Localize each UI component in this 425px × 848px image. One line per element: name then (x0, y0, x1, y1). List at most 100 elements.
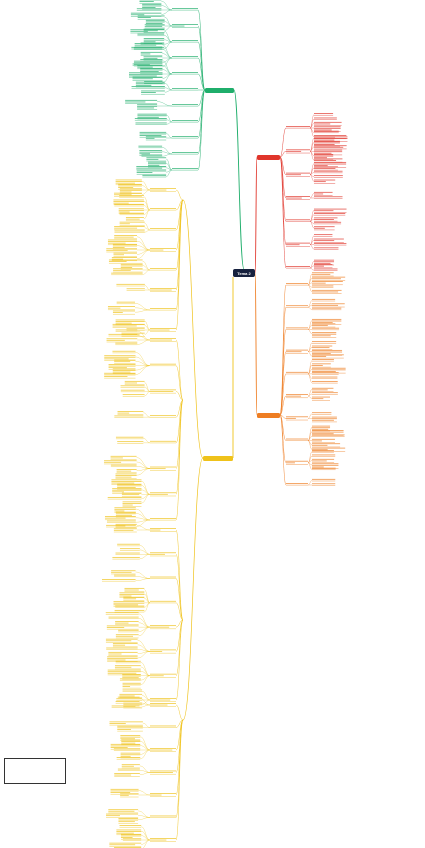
yellow-node-a-subitem (126, 288, 145, 291)
green-node-sublink (162, 57, 173, 67)
branch-node-red[interactable] (257, 155, 280, 160)
orange-node-subitem (312, 289, 342, 294)
orange-node-sublink (307, 351, 313, 357)
branch-node-orange[interactable] (257, 413, 280, 418)
red-node-sublink (309, 151, 315, 156)
green-node-sublink (161, 1, 173, 11)
orange-node-subitem (312, 454, 336, 457)
yellow-node-a-sublink (142, 265, 151, 271)
orange-node-subitem (312, 483, 336, 486)
yellow-node-b-item (150, 389, 176, 394)
yellow-node-d-subitem (108, 809, 139, 814)
orange-node-subitem (312, 478, 336, 482)
yellow-node-d-sublink (140, 749, 151, 759)
yellow-node-b-subitem (117, 411, 144, 415)
yellow-node-a-subitem (112, 310, 136, 315)
green-node-subitem (145, 19, 165, 26)
yellow-node-a-sublink (143, 209, 151, 219)
orange-node-subitem (312, 412, 332, 415)
yellow-node-a-item (150, 288, 176, 292)
yellow-node-c-link (175, 619, 184, 652)
legend-right-column (36, 762, 64, 772)
orange-node-subitem (312, 307, 342, 311)
yellow-node-c-item (150, 625, 176, 630)
red-node-subitem (314, 136, 348, 142)
red-node-subitem (314, 117, 337, 120)
yellow-node-d-sublink (140, 736, 151, 751)
red-node-link (279, 156, 287, 175)
green-node-item (172, 152, 198, 155)
yellow-node-a-link (175, 199, 184, 331)
orange-node-sublink (307, 347, 313, 352)
yellow-node-a-item (150, 328, 176, 332)
yellow-node-a-subitem (114, 203, 144, 207)
green-node-sublink (164, 25, 173, 31)
green-node-sublink (161, 5, 173, 11)
yellow-node-d-sublink (142, 722, 151, 728)
yellow-node-a-subitem (119, 188, 142, 194)
yellow-node-a-item (150, 268, 176, 271)
red-node-subitem (314, 126, 341, 132)
yellow-node-b-sublink (135, 508, 151, 521)
yellow-node-c-subitem (112, 556, 140, 560)
orange-node-link (279, 373, 287, 416)
yellow-node-d-subitem (116, 757, 141, 760)
green-node-subitem (135, 122, 167, 125)
red-node-subitem (314, 158, 343, 163)
yellow-node-c-subitem (123, 596, 145, 601)
yellow-node-a-sublink (143, 201, 151, 211)
yellow-node-a-subitem (111, 257, 138, 261)
orange-node-subitem (312, 363, 331, 368)
yellow-node-c-item (150, 552, 176, 557)
legend-box (4, 758, 66, 784)
yellow-node-c-sublink (142, 695, 151, 701)
red-node-subitem (314, 175, 343, 178)
yellow-node-b-subitem (108, 333, 138, 337)
green-node-item (172, 40, 198, 43)
yellow-node-c-subitem (108, 651, 138, 656)
orange-node-subitem (312, 358, 334, 362)
yellow-node-c-item (150, 649, 176, 654)
yellow-node-b-sublink (144, 391, 151, 396)
green-node-item (172, 120, 198, 123)
orange-node-subitem (312, 376, 338, 379)
yellow-node-a-link (175, 199, 184, 211)
yellow-node-a-item (150, 208, 176, 211)
orange-node-subitem (312, 341, 337, 344)
green-node-subitem (137, 15, 165, 20)
yellow-node-b-subitem (115, 329, 138, 332)
yellow-node-c-sublink (142, 699, 151, 705)
branch-node-yellow[interactable] (203, 456, 233, 461)
red-node-subitem (314, 221, 342, 225)
branch-node-green[interactable] (205, 88, 234, 93)
yellow-node-b-sublink (141, 485, 151, 495)
yellow-node-b-item (150, 518, 176, 521)
green-node-subitem (144, 81, 163, 84)
green-node-sublink (164, 41, 173, 49)
yellow-node-d-item (150, 725, 176, 728)
yellow-node-d-link (175, 704, 184, 721)
green-node-subitem (130, 29, 165, 34)
root-node[interactable]: Tema 2 (233, 269, 255, 277)
yellow-node-d-subitem (117, 768, 140, 771)
yellow-node-b-item (150, 492, 176, 497)
yellow-node-c-sublink (138, 626, 151, 632)
legend-left-column (7, 762, 35, 772)
yellow-node-b-sublink (141, 480, 151, 495)
yellow-node-d-item (150, 703, 176, 707)
yellow-node-b-subitem (122, 394, 145, 397)
red-node-sublink (309, 221, 315, 229)
yellow-node-b-subitem (117, 441, 144, 444)
yellow-node-c-link (175, 554, 184, 621)
green-node-subitem (136, 166, 167, 171)
leaf-nodes (101, 0, 348, 848)
green-node-sublink (166, 121, 173, 125)
green-node-item (172, 24, 198, 28)
yellow-node-a-sublink (137, 241, 151, 251)
orange-node-subitem (312, 434, 345, 437)
green-node-sublink (166, 133, 173, 139)
yellow-node-d-subitem (119, 825, 142, 828)
green-node-link (197, 9, 206, 91)
yellow-node-d-subitem (122, 838, 142, 841)
yellow-node-c-subitem (114, 609, 145, 613)
